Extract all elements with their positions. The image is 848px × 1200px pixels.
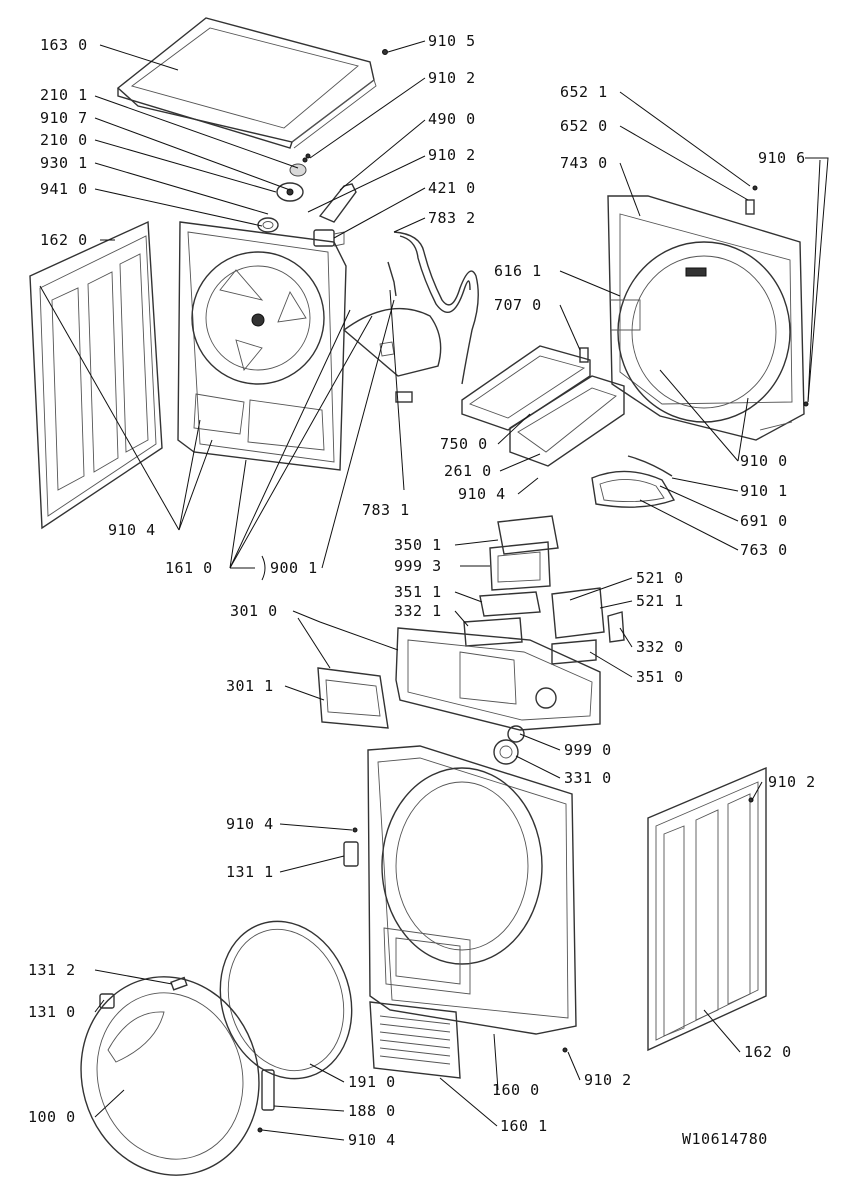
- label-188-0: 188 0: [348, 1102, 396, 1120]
- label-351-1: 351 1: [394, 583, 442, 601]
- label-941-0: 941 0: [40, 180, 88, 198]
- label-900-1: 900 1: [270, 559, 318, 577]
- door-part: [80, 976, 260, 1176]
- label-750-0: 750 0: [440, 435, 488, 453]
- label-421-0: 421 0: [428, 179, 476, 197]
- label-131-1: 131 1: [226, 863, 274, 881]
- label-210-0: 210 0: [40, 131, 88, 149]
- label-783-2: 783 2: [428, 209, 476, 227]
- label-191-0: 191 0: [348, 1073, 396, 1091]
- label-707-0: 707 0: [494, 296, 542, 314]
- label-616-1: 616 1: [494, 262, 542, 280]
- electronic-boards-part: [463, 515, 625, 665]
- left-side-panel-part: [29, 220, 163, 530]
- label-910-2-a: 910 2: [428, 69, 476, 87]
- label-210-1: 210 1: [40, 86, 88, 104]
- label-161-0: 161 0: [165, 559, 213, 577]
- label-763-0: 763 0: [740, 541, 788, 559]
- label-332-1: 332 1: [394, 602, 442, 620]
- label-910-4-mid: 910 4: [226, 815, 274, 833]
- document-id: W10614780: [682, 1130, 768, 1148]
- label-910-0: 910 0: [740, 452, 788, 470]
- label-301-1: 301 1: [226, 677, 274, 695]
- drain-hose-part: [387, 231, 479, 403]
- label-301-0: 301 0: [230, 602, 278, 620]
- label-652-0: 652 0: [560, 117, 608, 135]
- label-999-3: 999 3: [394, 557, 442, 575]
- label-743-0: 743 0: [560, 154, 608, 172]
- label-162-0-left: 162 0: [40, 231, 88, 249]
- label-910-4-bottom: 910 4: [348, 1131, 396, 1149]
- label-160-0: 160 0: [492, 1081, 540, 1099]
- label-910-2-bottom: 910 2: [584, 1071, 632, 1089]
- front-panel-part: [367, 745, 577, 1035]
- label-521-1: 521 1: [636, 592, 684, 610]
- label-783-1: 783 1: [362, 501, 410, 519]
- water-container-part: [461, 345, 625, 467]
- label-131-2: 131 2: [28, 961, 76, 979]
- label-351-0: 351 0: [636, 668, 684, 686]
- leader-lines: [39, 40, 829, 1141]
- hinge-parts: [99, 827, 568, 1133]
- label-261-0: 261 0: [444, 462, 492, 480]
- top-cover-part: [116, 17, 377, 149]
- part-labels: 163 0 910 5 210 1 910 2 910 7 490 0 210 …: [28, 32, 816, 1149]
- label-910-2-right: 910 2: [768, 773, 816, 791]
- knob-part: [493, 725, 525, 765]
- door-gasket-part: [219, 920, 353, 1080]
- label-910-4-left: 910 4: [108, 521, 156, 539]
- detergent-drawer-part: [317, 667, 389, 729]
- label-521-0: 521 0: [636, 569, 684, 587]
- label-331-0: 331 0: [564, 769, 612, 787]
- label-910-1: 910 1: [740, 482, 788, 500]
- top-hardware-parts: [257, 49, 388, 247]
- label-100-0: 100 0: [28, 1108, 76, 1126]
- label-910-5: 910 5: [428, 32, 476, 50]
- label-910-6: 910 6: [758, 149, 806, 167]
- label-652-1: 652 1: [560, 83, 608, 101]
- label-999-0: 999 0: [564, 741, 612, 759]
- label-162-0-right: 162 0: [744, 1043, 792, 1061]
- label-160-1: 160 1: [500, 1117, 548, 1135]
- label-910-7: 910 7: [40, 109, 88, 127]
- label-332-0: 332 0: [636, 638, 684, 656]
- label-490-0: 490 0: [428, 110, 476, 128]
- lint-filter-part: [591, 455, 676, 508]
- front-grille-part: [369, 1001, 461, 1079]
- right-side-panel-part: [647, 766, 767, 1052]
- label-910-4-center: 910 4: [458, 485, 506, 503]
- label-930-1: 930 1: [40, 154, 88, 172]
- rear-frame-part: [607, 185, 809, 441]
- label-691-0: 691 0: [740, 512, 788, 530]
- label-131-0: 131 0: [28, 1003, 76, 1021]
- control-panel-part: [395, 627, 601, 731]
- rear-panel-part: [177, 221, 347, 471]
- label-910-2-b: 910 2: [428, 146, 476, 164]
- label-163-0: 163 0: [40, 36, 88, 54]
- label-350-1: 350 1: [394, 536, 442, 554]
